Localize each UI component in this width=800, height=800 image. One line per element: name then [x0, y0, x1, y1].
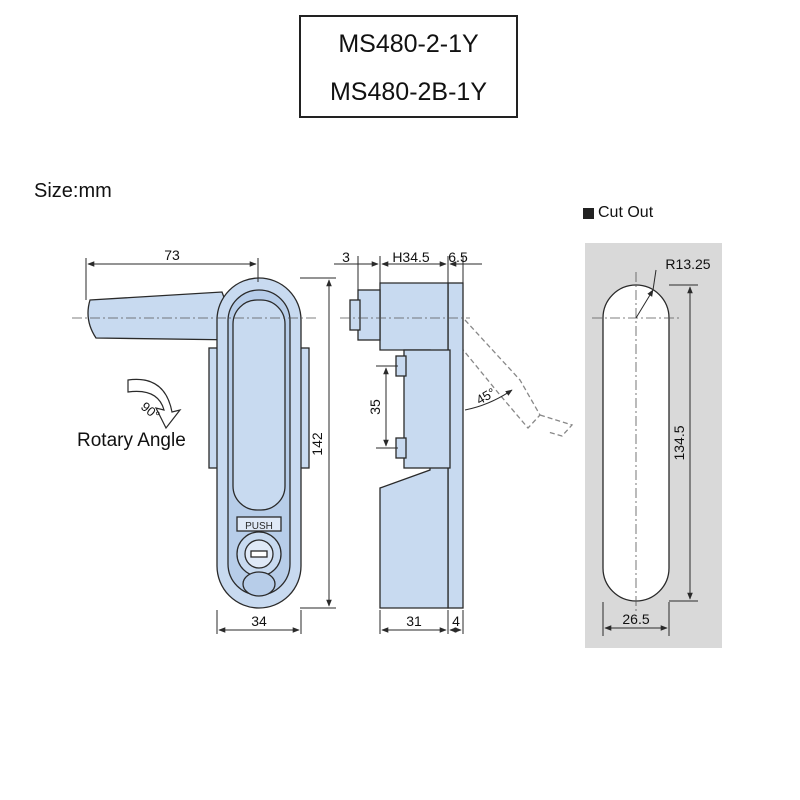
shaft-end	[349, 299, 361, 331]
key-slot-icon	[250, 550, 268, 558]
dim-31: 31	[406, 613, 422, 629]
rotation-angle-label: 90°	[138, 399, 163, 423]
dim-3: 3	[342, 249, 350, 265]
front-dimensions	[85, 258, 336, 634]
push-plate	[236, 516, 282, 532]
dim-142: 142	[309, 432, 325, 456]
rotary-arrow-icon	[127, 378, 182, 430]
side-bracket	[403, 349, 451, 469]
dim-h345: H34.5	[392, 249, 430, 265]
grip-recess	[232, 299, 286, 511]
model-title-line-1: MS480-2-1Y	[338, 30, 479, 58]
dim-65: 6.5	[448, 249, 468, 265]
rotary-angle-label: Rotary Angle	[77, 430, 186, 451]
front-view	[87, 277, 310, 609]
dim-265: 26.5	[622, 611, 649, 627]
lock-bottom	[242, 571, 276, 597]
tilted-handle-ghost	[454, 319, 574, 437]
dim-73: 73	[164, 247, 180, 263]
cut-out-dimensions	[602, 269, 698, 636]
side-dimensions	[334, 256, 513, 634]
dim-45-angle: 45°	[473, 385, 498, 408]
model-title-box: MS480-2-1Y MS480-2B-1Y	[299, 15, 518, 118]
cut-out-legend: Cut Out	[583, 204, 653, 222]
shaft-nut	[357, 289, 381, 341]
dim-r1325: R13.25	[665, 256, 710, 272]
model-title-line-2: MS480-2B-1Y	[329, 78, 488, 106]
size-unit-label: Size:mm	[34, 180, 112, 202]
dim-35: 35	[367, 399, 383, 415]
dim-4: 4	[452, 613, 460, 629]
cut-out-label: Cut Out	[598, 204, 654, 221]
side-view	[349, 282, 574, 609]
dim-34: 34	[251, 613, 267, 629]
push-label: PUSH	[245, 521, 273, 532]
dim-1345: 134.5	[671, 425, 687, 460]
lever-handle	[87, 291, 241, 341]
cut-out-swatch-icon	[583, 207, 594, 219]
